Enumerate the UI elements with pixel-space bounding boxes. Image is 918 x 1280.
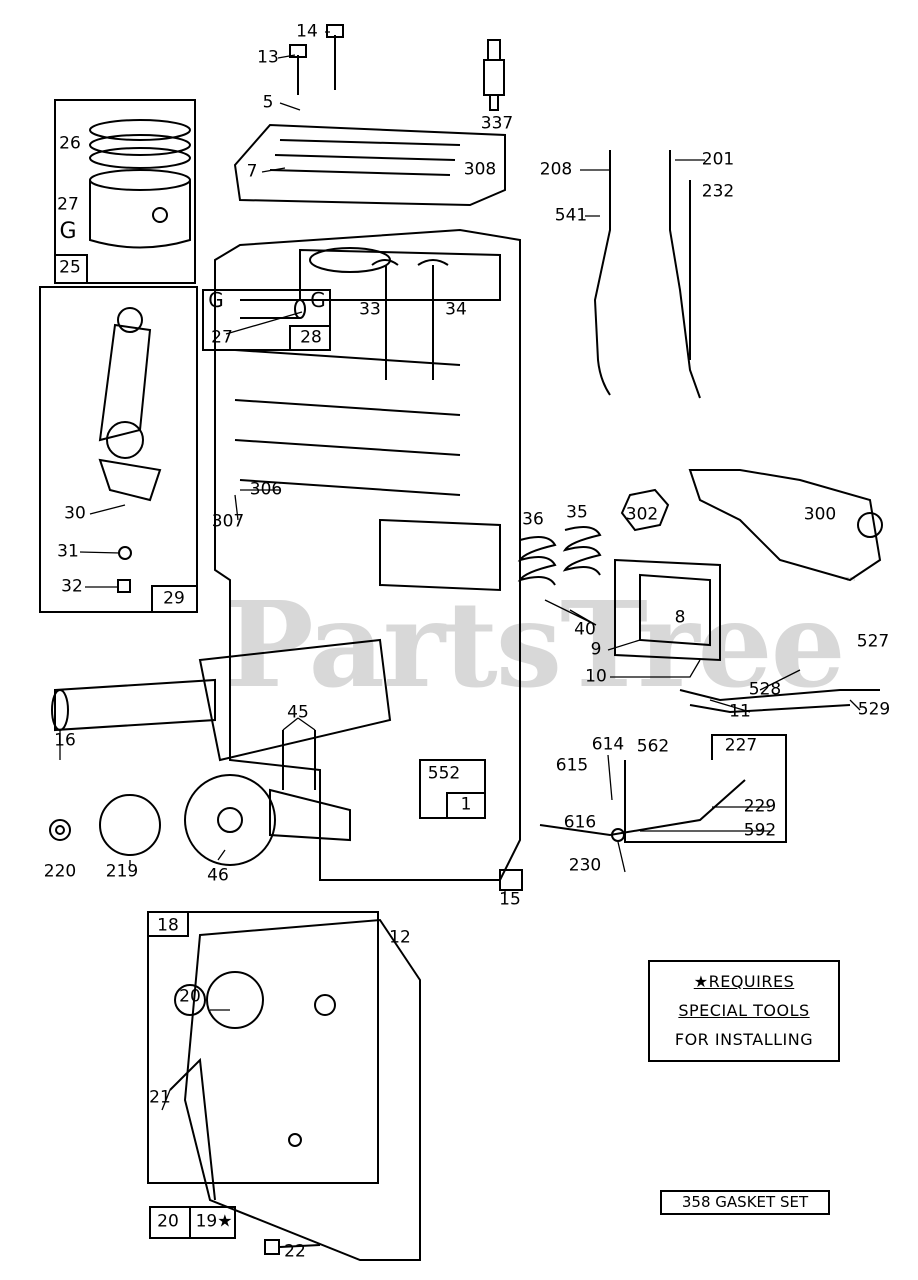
callout-541: 541 bbox=[554, 205, 588, 226]
callout-20: 20 bbox=[179, 986, 201, 1007]
callout-16: 16 bbox=[54, 730, 76, 751]
callout-31: 31 bbox=[57, 541, 79, 562]
callout-22: 22 bbox=[284, 1241, 306, 1262]
callout-14: 14 bbox=[296, 21, 318, 42]
callout-529: 529 bbox=[857, 699, 891, 720]
callout-27-pin: 27 bbox=[211, 327, 233, 348]
callout-8: 8 bbox=[674, 607, 686, 628]
note-line-1: ★REQUIRES bbox=[693, 972, 795, 991]
callout-10: 10 bbox=[585, 666, 607, 687]
callout-46: 46 bbox=[207, 865, 229, 886]
callout-29: 29 bbox=[163, 588, 185, 609]
callout-20-bottom: 20 bbox=[157, 1211, 179, 1232]
callout-32: 32 bbox=[61, 576, 83, 597]
callout-527: 527 bbox=[856, 631, 890, 652]
callout-27: 27 bbox=[57, 194, 79, 215]
callout-28: 28 bbox=[300, 327, 322, 348]
callout-229: 229 bbox=[743, 796, 777, 817]
callout-30: 30 bbox=[64, 503, 86, 524]
callout-1: 1 bbox=[460, 794, 472, 815]
callout-9: 9 bbox=[590, 639, 602, 660]
callout-45: 45 bbox=[287, 702, 309, 723]
callout-337: 337 bbox=[480, 113, 514, 134]
callout-592: 592 bbox=[743, 820, 777, 841]
crankcase-cover-box bbox=[147, 911, 379, 1184]
callout-15: 15 bbox=[499, 889, 521, 910]
callout-26: 26 bbox=[59, 133, 81, 154]
callout-40: 40 bbox=[574, 619, 596, 640]
callout-21: 21 bbox=[149, 1087, 171, 1108]
callout-33: 33 bbox=[359, 299, 381, 320]
callout-300: 300 bbox=[803, 504, 837, 525]
callout-230: 230 bbox=[568, 855, 602, 876]
callout-552: 552 bbox=[427, 763, 461, 784]
special-tools-note: ★REQUIRES SPECIAL TOOLS FOR INSTALLING bbox=[648, 960, 840, 1062]
callout-35: 35 bbox=[566, 502, 588, 523]
piston-pin-box bbox=[202, 289, 331, 351]
callout-562: 562 bbox=[636, 736, 670, 757]
callout-18: 18 bbox=[157, 915, 179, 936]
callout-12: 12 bbox=[389, 927, 411, 948]
callout-232: 232 bbox=[701, 181, 735, 202]
callout-34: 34 bbox=[445, 299, 467, 320]
callout-307: 307 bbox=[211, 511, 245, 532]
callout-g-right: G bbox=[310, 288, 326, 312]
callout-219: 219 bbox=[105, 861, 139, 882]
callout-g-left: G bbox=[208, 288, 224, 312]
callout-25: 25 bbox=[59, 257, 81, 278]
callout-208: 208 bbox=[539, 159, 573, 180]
callout-227: 227 bbox=[724, 735, 758, 756]
note-line-2: SPECIAL TOOLS bbox=[678, 1001, 810, 1020]
callout-36: 36 bbox=[522, 509, 544, 530]
connecting-rod-box bbox=[39, 286, 198, 613]
callout-g: G bbox=[59, 219, 77, 244]
callout-220: 220 bbox=[43, 861, 77, 882]
callout-13: 13 bbox=[257, 47, 279, 68]
callout-528: 528 bbox=[748, 679, 782, 700]
callout-615: 615 bbox=[555, 755, 589, 776]
callout-306: 306 bbox=[249, 479, 283, 500]
callout-614: 614 bbox=[591, 734, 625, 755]
callout-5: 5 bbox=[262, 92, 274, 113]
note-line-3: FOR INSTALLING bbox=[674, 1030, 814, 1049]
callout-616: 616 bbox=[563, 812, 597, 833]
callout-11: 11 bbox=[729, 701, 751, 722]
gasket-set-label: 358 GASKET SET bbox=[660, 1190, 830, 1215]
callout-308: 308 bbox=[463, 159, 497, 180]
piston-box bbox=[54, 99, 196, 284]
seal-box bbox=[149, 1206, 236, 1239]
callout-19: 19★ bbox=[195, 1211, 233, 1232]
callout-7: 7 bbox=[246, 161, 258, 182]
callout-201: 201 bbox=[701, 149, 735, 170]
watermark: PartsTree™ bbox=[225, 575, 858, 714]
callout-302: 302 bbox=[625, 504, 659, 525]
